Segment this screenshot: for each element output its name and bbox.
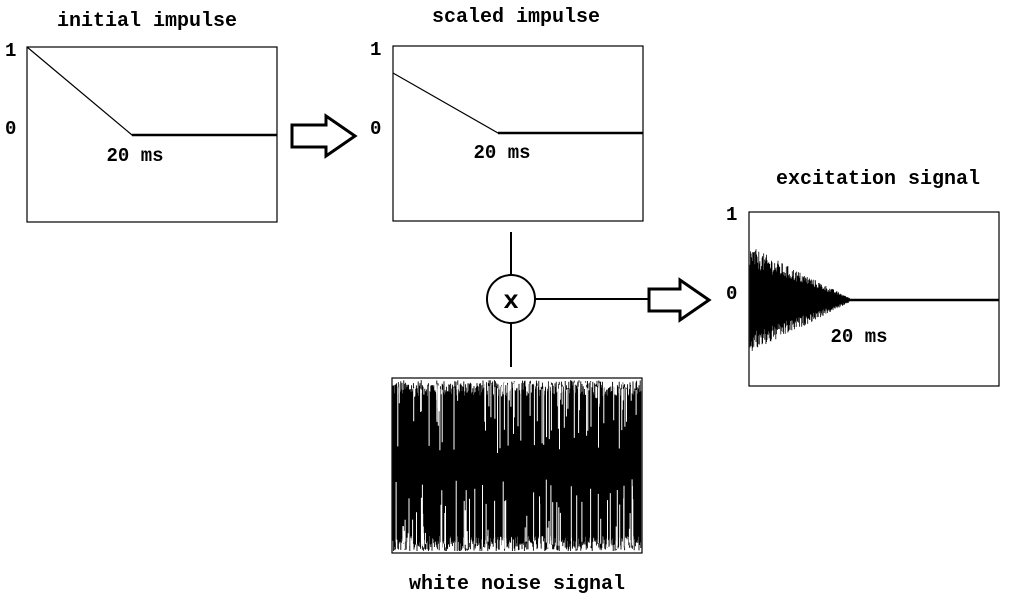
- excitation-y-top-label: 1: [726, 204, 737, 226]
- multiply-circle-icon: [486, 274, 536, 324]
- arrow-right-icon: [647, 277, 712, 323]
- initial-duration-label: 20 ms: [106, 145, 163, 167]
- initial-y-top-label: 1: [5, 40, 16, 62]
- scaled-duration-label: 20 ms: [473, 142, 530, 164]
- excitation-duration-label: 20 ms: [830, 326, 887, 348]
- scaled-impulse-title: scaled impulse: [432, 6, 600, 29]
- scaled-y-top-label: 1: [370, 39, 381, 61]
- initial-impulse-curve: [26, 46, 277, 136]
- multiply-symbol: x: [503, 286, 519, 316]
- excitation-waveform: [749, 249, 850, 351]
- excitation-signal-panel: excitation signal 1 0 20 ms: [726, 168, 1000, 387]
- initial-y-zero-label: 0: [5, 118, 16, 140]
- arrow-right-icon: [290, 113, 358, 159]
- excitation-y-zero-label: 0: [726, 283, 737, 305]
- scaled-y-zero-label: 0: [370, 118, 381, 140]
- scaled-impulse-curve: [392, 72, 643, 134]
- excitation-signal-title: excitation signal: [776, 168, 980, 191]
- white-noise-waveform: [392, 380, 642, 551]
- white-noise-panel: white noise signal: [391, 377, 643, 596]
- multiplier-node: x: [486, 232, 648, 367]
- initial-impulse-title: initial impulse: [57, 10, 237, 33]
- white-noise-title: white noise signal: [409, 573, 625, 596]
- initial-impulse-panel: initial impulse 1 0 20 ms: [5, 10, 278, 223]
- scaled-impulse-panel: scaled impulse 1 0 20 ms: [370, 6, 644, 222]
